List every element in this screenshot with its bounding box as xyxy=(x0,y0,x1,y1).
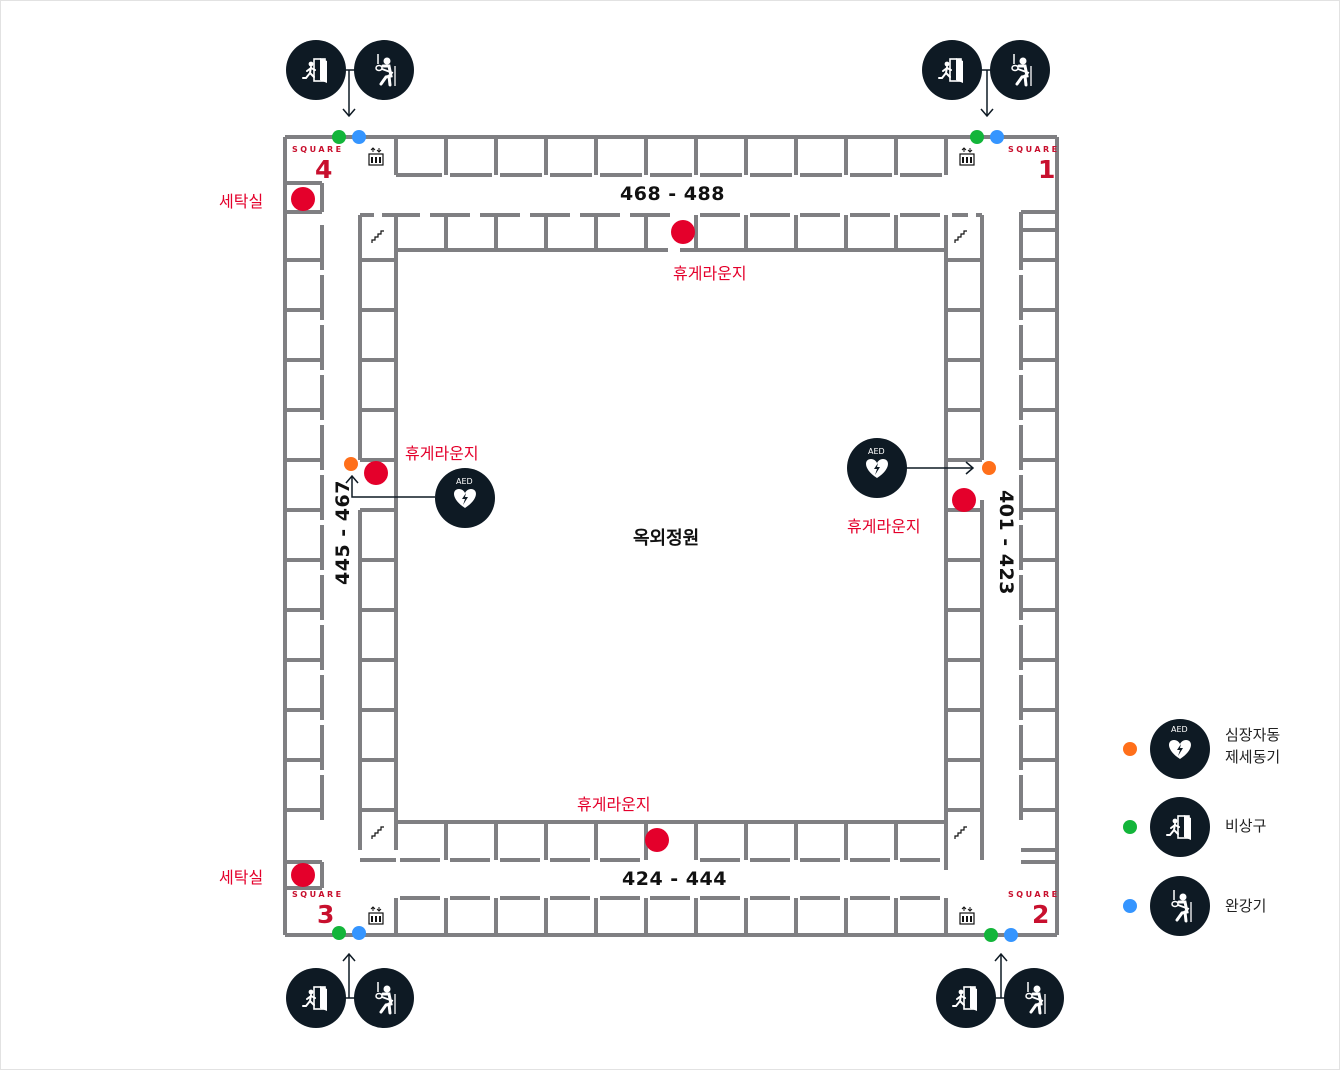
square-2-caption: SQUARE xyxy=(1008,890,1060,899)
arrow-head-icon xyxy=(980,108,994,118)
legend-aed-badge: AED xyxy=(1171,725,1188,734)
square-3-number: 3 xyxy=(317,900,335,929)
aed-point-right xyxy=(982,461,996,475)
square-2-number: 2 xyxy=(1032,900,1050,929)
elevator-icon xyxy=(959,147,975,166)
lounge-label-right: 휴게라운지 xyxy=(847,517,921,536)
outdoor-garden-label: 옥외정원 xyxy=(633,528,700,549)
stairs-icon xyxy=(954,230,968,244)
aed-point-left xyxy=(344,457,358,471)
stairs-icon xyxy=(954,826,968,840)
lounge-label-top: 휴게라운지 xyxy=(673,264,747,283)
arrow-head-icon xyxy=(994,952,1008,962)
exit-point xyxy=(984,928,998,942)
lounge-label-left: 휴게라운지 xyxy=(405,444,479,463)
lounge-marker xyxy=(952,488,976,512)
legend-exit-label: 비상구 xyxy=(1225,817,1267,835)
lounge-marker xyxy=(291,863,315,887)
elevator-icon xyxy=(368,906,384,925)
exit-point xyxy=(970,130,984,144)
lounge-label-bottom: 휴게라운지 xyxy=(577,795,651,814)
stairs-icon xyxy=(371,230,385,244)
legend-aed-line1: 심장자동 xyxy=(1225,726,1281,744)
aed-badge-left: AED xyxy=(456,477,473,486)
legend-dot xyxy=(1123,899,1137,913)
elevator-icon xyxy=(368,147,384,166)
descender-point xyxy=(352,926,366,940)
arrow-head-icon xyxy=(342,108,356,118)
lounge-marker xyxy=(291,187,315,211)
aed-badge-right: AED xyxy=(868,447,885,456)
arrow-head-icon xyxy=(342,952,356,962)
square-4-number: 4 xyxy=(315,155,333,184)
laundry-label-bottom: 세탁실 xyxy=(219,868,264,887)
room-range-bottom: 424 - 444 xyxy=(622,868,727,890)
arrow-head-icon xyxy=(965,461,975,475)
legend-aed-line2: 제세동기 xyxy=(1225,748,1281,766)
descender-point xyxy=(1004,928,1018,942)
room-range-top: 468 - 488 xyxy=(620,183,725,205)
room-range-left: 445 - 467 xyxy=(332,480,354,585)
square-4-caption: SQUARE xyxy=(292,145,344,154)
square-1-caption: SQUARE xyxy=(1008,145,1060,154)
descender-point xyxy=(352,130,366,144)
legend-dot xyxy=(1123,820,1137,834)
lounge-marker xyxy=(671,220,695,244)
exit-point xyxy=(332,130,346,144)
lounge-marker xyxy=(645,828,669,852)
elevator-icon xyxy=(959,906,975,925)
square-1-number: 1 xyxy=(1038,155,1056,184)
exit-point xyxy=(332,926,346,940)
lounge-marker xyxy=(364,461,388,485)
legend-descender-label: 완강기 xyxy=(1225,897,1267,915)
legend-dot xyxy=(1123,742,1137,756)
arrow-head-icon xyxy=(345,474,359,484)
stairs-icon xyxy=(371,826,385,840)
room-range-right: 401 - 423 xyxy=(995,490,1017,595)
laundry-label-top: 세탁실 xyxy=(219,192,264,211)
arrow-aed-left-icon xyxy=(351,477,435,498)
descender-point xyxy=(990,130,1004,144)
square-3-caption: SQUARE xyxy=(292,890,344,899)
legend-aed-label: 심장자동 제세동기 xyxy=(1225,724,1280,768)
